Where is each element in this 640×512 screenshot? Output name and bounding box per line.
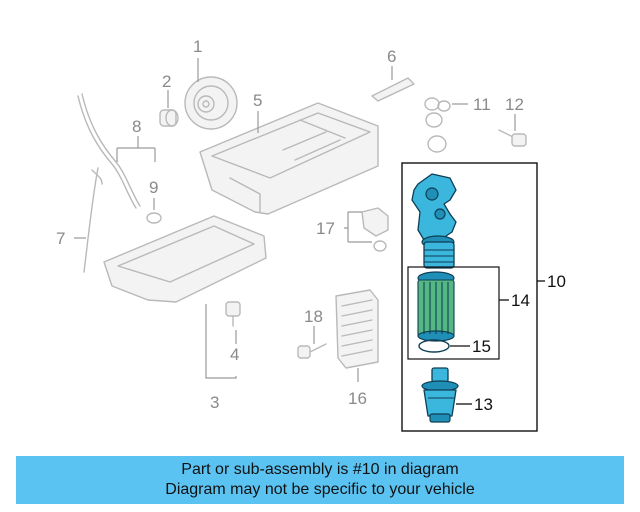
o-rings-part-11	[424, 97, 451, 153]
washer-part-9	[146, 212, 162, 224]
assembly-box-part-10[interactable]	[401, 162, 538, 432]
callout-11: 11	[473, 95, 491, 114]
bolt-part-18	[297, 343, 327, 359]
callout-8: 8	[132, 117, 141, 136]
callout-10: 10	[547, 272, 566, 291]
oil-filter-element[interactable]	[417, 271, 455, 342]
oil-cooler-part-16	[335, 289, 379, 369]
filter-cap-part-13[interactable]	[421, 367, 459, 423]
callout-13: 13	[474, 395, 493, 414]
pulley-part-1	[184, 76, 238, 130]
callout-7: 7	[56, 229, 65, 248]
callout-16: 16	[348, 389, 367, 408]
lower-oil-pan-part-3	[103, 215, 267, 303]
oil-filter-housing[interactable]	[411, 173, 457, 269]
hose-part-8	[77, 93, 141, 209]
banner-line-2: Diagram may not be specific to your vehi…	[165, 481, 475, 498]
o-ring-part-15[interactable]	[418, 339, 450, 353]
upper-oil-pan-part-5	[199, 102, 379, 215]
sender-part-17	[361, 207, 389, 252]
callout-3: 3	[210, 393, 219, 412]
callout-18: 18	[304, 307, 323, 326]
callout-15: 15	[472, 337, 491, 356]
callout-1: 1	[193, 37, 202, 56]
bolt-part-12	[498, 129, 527, 147]
drain-plug-part-4	[225, 301, 241, 327]
banner-line-1: Part or sub-assembly is #10 in diagram	[181, 461, 459, 478]
callout-12: 12	[505, 95, 524, 114]
dipstick-tube-part-7	[83, 167, 103, 273]
seal-part-2	[159, 109, 179, 127]
gasket-part-6	[371, 77, 415, 102]
callout-6: 6	[387, 47, 396, 66]
callout-17: 17	[316, 219, 335, 238]
parts-diagram: 1 2 5 6 11 12 8	[56, 37, 566, 432]
callout-14: 14	[511, 291, 530, 310]
callout-9: 9	[149, 178, 158, 197]
info-banner: Part or sub-assembly is #10 in diagram D…	[16, 456, 624, 504]
callout-5: 5	[253, 91, 262, 110]
callout-4: 4	[230, 345, 239, 364]
sub-assembly-box-part-14[interactable]	[407, 266, 500, 360]
callout-2: 2	[162, 72, 171, 91]
